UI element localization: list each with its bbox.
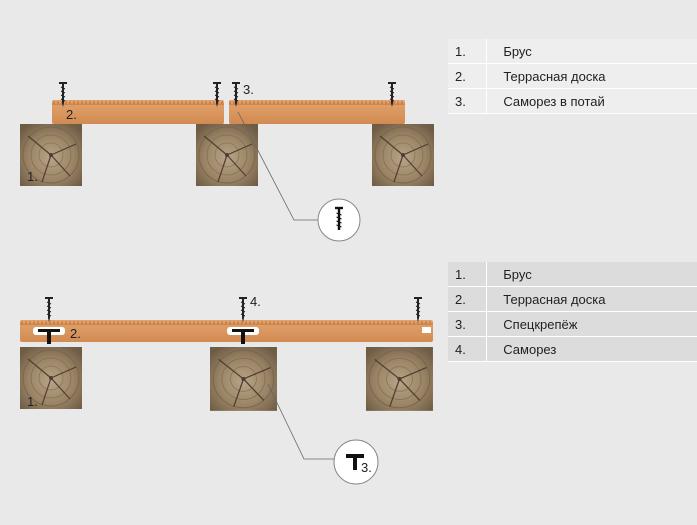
top-beam-marker: 1.: [27, 169, 38, 184]
top-screw-marker: 3.: [243, 82, 254, 97]
screw-icon: [335, 206, 343, 230]
legend-num: 3.: [448, 311, 488, 337]
bottom-screw: [238, 297, 248, 323]
t-fastener-icon: [346, 454, 364, 470]
t-fastener: [33, 327, 65, 344]
legend-label: Брус: [486, 262, 697, 287]
legend-row: 3. Саморез в потай: [448, 88, 697, 114]
top-board-left: [52, 100, 224, 124]
legend-num: 2.: [448, 286, 488, 312]
bottom-board-marker: 2.: [70, 326, 81, 341]
top-board-marker: 2.: [66, 107, 77, 122]
legend-row: 2. Террасная доска: [448, 63, 697, 89]
bottom-screw: [413, 297, 423, 323]
legend-num: 4.: [448, 336, 488, 362]
legend-label: Террасная доска: [486, 63, 697, 89]
legend-label: Саморез в потай: [486, 88, 697, 114]
bottom-beam-marker: 1.: [27, 394, 38, 409]
t-fastener: [227, 327, 259, 344]
legend-num: 2.: [448, 63, 488, 89]
bottom-beam-middle: [209, 346, 278, 412]
bottom-beam-right: [365, 346, 434, 412]
bottom-screw: [44, 297, 54, 323]
legend-num: 1.: [448, 262, 488, 287]
legend-label: Брус: [486, 39, 697, 64]
legend-row: 4. Саморез: [448, 336, 697, 362]
bottom-assembly: 2. 1. 4. 3.: [19, 294, 434, 485]
legend-label: Спецкрепёж: [486, 311, 697, 337]
legend-row: 1. Брус: [448, 262, 697, 287]
top-callout-line: [237, 111, 318, 221]
top-beam-right: [371, 123, 435, 187]
bottom-board: [20, 320, 433, 342]
legend-row: 3. Спецкрепёж: [448, 311, 697, 337]
legend-num: 1.: [448, 39, 488, 64]
bottom-screw-marker: 4.: [250, 294, 261, 309]
legend-label: Террасная доска: [486, 286, 697, 312]
legend-row: 2. Террасная доска: [448, 286, 697, 312]
legend-top: 1. Брус 2. Террасная доска 3. Саморез в …: [448, 39, 697, 114]
legend-num: 3.: [448, 88, 488, 114]
bottom-callout-line: [267, 383, 334, 460]
legend-label: Саморез: [486, 336, 697, 362]
top-assembly: 2. 1. 3.: [19, 82, 435, 242]
legend-bottom: 1. Брус 2. Террасная доска 3. Спецкрепёж…: [448, 262, 697, 362]
top-board-right: [229, 100, 405, 124]
legend-row: 1. Брус: [448, 39, 697, 64]
bottom-fastener-marker: 3.: [361, 460, 372, 475]
